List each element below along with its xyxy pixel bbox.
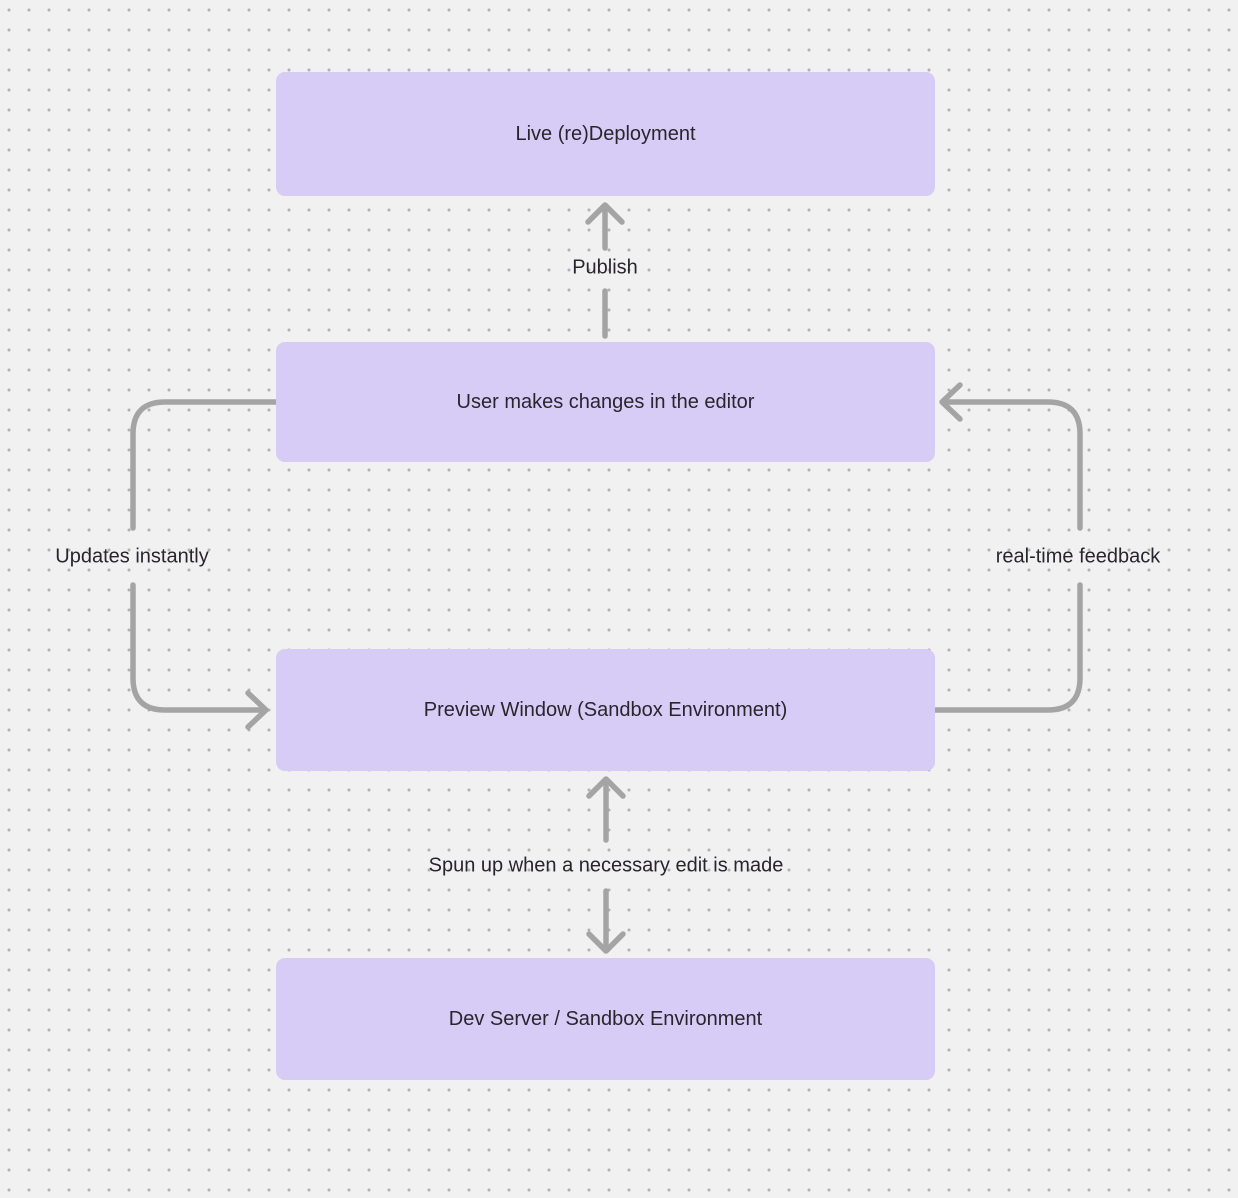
node-dev-server[interactable]: Dev Server / Sandbox Environment — [276, 958, 935, 1080]
edge-spun-up-arrow — [586, 776, 626, 954]
edge-label-realtime-feedback: real-time feedback — [995, 545, 1161, 568]
node-dev-server-label: Dev Server / Sandbox Environment — [448, 1007, 763, 1030]
node-live-redeployment-label: Live (re)Deployment — [515, 122, 696, 145]
edge-realtime-feedback-arrow — [932, 382, 1083, 713]
edge-updates-instantly-arrow — [130, 399, 279, 730]
node-preview-window[interactable]: Preview Window (Sandbox Environment) — [276, 649, 935, 771]
node-user-makes-changes-label: User makes changes in the editor — [456, 390, 755, 413]
node-user-makes-changes[interactable]: User makes changes in the editor — [276, 342, 935, 462]
node-preview-window-label: Preview Window (Sandbox Environment) — [423, 698, 788, 721]
arrowhead-right-icon — [245, 690, 269, 730]
edge-updates-lower — [130, 582, 267, 713]
edge-label-publish: Publish — [572, 256, 638, 279]
edge-updates-upper — [130, 399, 279, 531]
arrowhead-down-icon — [586, 931, 626, 954]
edge-label-updates-instantly: Updates instantly — [55, 545, 209, 568]
node-live-redeployment[interactable]: Live (re)Deployment — [276, 72, 935, 196]
edge-publish-arrow — [585, 202, 625, 339]
arrowhead-left-icon — [939, 382, 963, 422]
edge-feedback-upper — [941, 399, 1083, 531]
arrowhead-up-icon — [585, 202, 625, 225]
edge-label-spun-up: Spun up when a necessary edit is made — [428, 854, 784, 877]
edge-feedback-lower — [932, 582, 1083, 713]
